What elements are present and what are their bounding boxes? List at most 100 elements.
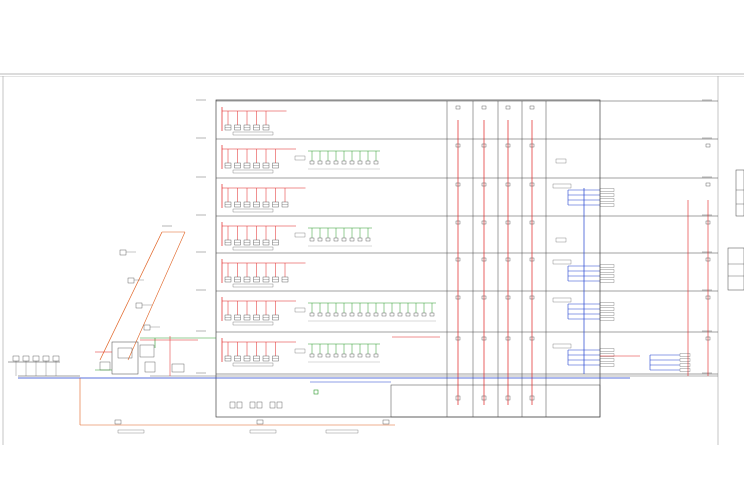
right-riser-valve bbox=[705, 182, 711, 187]
utility-meter bbox=[52, 355, 60, 362]
blue-branch-unit bbox=[679, 358, 691, 362]
riser-valve bbox=[481, 182, 487, 187]
building-outline bbox=[215, 99, 601, 418]
tank-unit bbox=[139, 344, 155, 358]
terminal-unit bbox=[413, 312, 419, 317]
terminal-unit bbox=[325, 237, 331, 242]
riser-valve bbox=[455, 257, 461, 262]
utility-meter bbox=[32, 355, 40, 362]
riser-valve bbox=[505, 336, 511, 341]
title-block-lower bbox=[727, 247, 744, 291]
terminal-unit bbox=[325, 160, 331, 165]
basement-fixture bbox=[236, 401, 243, 409]
sewer-inspection bbox=[256, 419, 264, 425]
green-marker bbox=[313, 389, 319, 395]
riser-valve bbox=[455, 336, 461, 341]
riser-base-valve bbox=[529, 395, 535, 401]
riser-valve bbox=[455, 295, 461, 300]
terminal-unit bbox=[309, 160, 315, 165]
basement-fixture bbox=[249, 401, 256, 409]
blue-branch-unit bbox=[599, 264, 615, 268]
terminal-unit bbox=[341, 160, 347, 165]
blue-branch-unit bbox=[599, 269, 615, 273]
terminal-unit bbox=[317, 353, 323, 358]
basement-fixture bbox=[256, 401, 263, 409]
riser-valve bbox=[529, 143, 535, 148]
basement-fixture bbox=[269, 401, 276, 409]
title-block-upper bbox=[735, 169, 744, 217]
terminal-unit bbox=[309, 353, 315, 358]
terminal-unit bbox=[381, 312, 387, 317]
terminal-tag bbox=[294, 307, 306, 313]
riser-valve bbox=[529, 220, 535, 225]
terminal-unit bbox=[317, 160, 323, 165]
riser-valve bbox=[529, 105, 535, 110]
diagonal-fixture bbox=[127, 277, 135, 284]
blue-group-tag bbox=[552, 183, 572, 189]
terminal-unit bbox=[365, 312, 371, 317]
riser-base-valve bbox=[505, 395, 511, 401]
riser-valve bbox=[455, 182, 461, 187]
blue-branch-unit bbox=[599, 188, 615, 192]
terminal-unit bbox=[317, 237, 323, 242]
sewer-inspection bbox=[382, 419, 390, 425]
diagonal-riser-outer bbox=[99, 231, 163, 361]
terminal-unit bbox=[365, 160, 371, 165]
mech-tag bbox=[171, 363, 185, 373]
blue-branch-unit bbox=[599, 307, 615, 311]
terminal-unit bbox=[421, 312, 427, 317]
terminal-unit bbox=[349, 312, 355, 317]
riser-base-valve bbox=[481, 395, 487, 401]
terminal-unit bbox=[349, 353, 355, 358]
riser-valve bbox=[481, 220, 487, 225]
pump-unit bbox=[117, 347, 133, 359]
riser-valve bbox=[481, 105, 487, 110]
valve-cluster bbox=[99, 361, 111, 371]
riser-valve bbox=[505, 220, 511, 225]
blue-branch-unit bbox=[679, 353, 691, 357]
riser-valve bbox=[529, 295, 535, 300]
right-riser-valve bbox=[705, 336, 711, 341]
terminal-unit bbox=[373, 312, 379, 317]
terminal-unit bbox=[333, 312, 339, 317]
diagonal-fixture bbox=[119, 249, 127, 256]
riser-valve bbox=[505, 143, 511, 148]
terminal-unit bbox=[365, 353, 371, 358]
right-riser-valve bbox=[705, 295, 711, 300]
fixture-group-label bbox=[232, 321, 274, 326]
tank-unit bbox=[144, 361, 156, 373]
terminal-unit bbox=[325, 353, 331, 358]
riser-valve bbox=[529, 257, 535, 262]
riser-valve bbox=[505, 182, 511, 187]
terminal-unit bbox=[341, 237, 347, 242]
riser-valve bbox=[455, 143, 461, 148]
diagonal-fixture bbox=[143, 324, 151, 331]
equipment-tag bbox=[555, 158, 567, 164]
terminal-unit bbox=[373, 353, 379, 358]
diagonal-riser-inner bbox=[127, 231, 186, 361]
terminal-tag bbox=[294, 155, 306, 161]
terminal-unit bbox=[405, 312, 411, 317]
sewer-label bbox=[117, 429, 145, 434]
riser-valve bbox=[481, 143, 487, 148]
diagonal-fixture bbox=[135, 302, 143, 309]
right-riser-valve bbox=[705, 143, 711, 148]
terminal-unit bbox=[317, 312, 323, 317]
utility-meter bbox=[42, 355, 50, 362]
terminal-unit bbox=[349, 160, 355, 165]
fixture-group-label bbox=[232, 169, 274, 174]
blue-branch-unit bbox=[599, 317, 615, 321]
blue-group-tag bbox=[552, 259, 572, 265]
basement-fixture bbox=[229, 401, 236, 409]
terminal-unit bbox=[333, 160, 339, 165]
terminal-unit bbox=[357, 237, 363, 242]
terminal-unit bbox=[341, 353, 347, 358]
riser-valve bbox=[529, 336, 535, 341]
basement-fixture bbox=[276, 401, 283, 409]
riser-base-valve bbox=[455, 395, 461, 401]
blue-branch-unit bbox=[679, 363, 691, 367]
blue-branch-unit bbox=[599, 358, 615, 362]
blue-branch-unit bbox=[679, 368, 691, 372]
fixture-group-label bbox=[232, 131, 274, 136]
blue-branch-unit bbox=[599, 193, 615, 197]
